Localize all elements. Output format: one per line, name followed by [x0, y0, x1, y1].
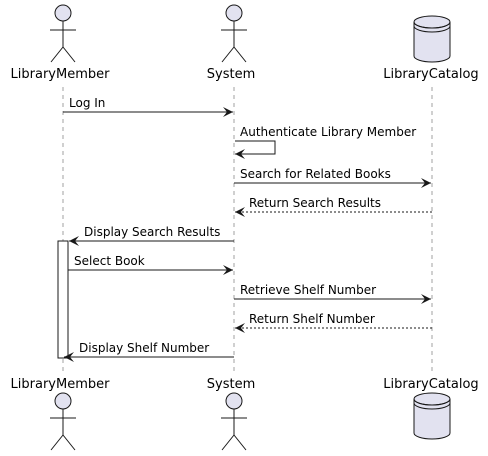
actor-system-top: System [207, 4, 255, 82]
message-label: Retrieve Shelf Number [240, 283, 376, 297]
actor-library-member-top: LibraryMember [11, 4, 111, 82]
message-display-search-results: Display Search Results [69, 225, 234, 246]
message-return-search-results: Return Search Results [235, 196, 432, 217]
stick-figure-icon [50, 392, 76, 451]
participant-label: LibraryMember [11, 67, 111, 82]
actor-library-member-bottom: LibraryMember [11, 377, 111, 451]
message-label: Display Shelf Number [79, 341, 209, 355]
database-library-catalog-top: LibraryCatalog [383, 15, 479, 82]
message-display-shelf-number: Display Shelf Number [64, 341, 234, 362]
stick-figure-icon [50, 4, 76, 63]
message-authenticate-library-member: Authenticate Library Member [235, 125, 416, 159]
message-select-book: Select Book [68, 254, 233, 275]
database-icon [413, 392, 451, 440]
database-library-catalog-bottom: LibraryCatalog [383, 377, 479, 440]
participant-label: System [207, 67, 255, 82]
participant-label: System [207, 377, 255, 392]
actor-system-bottom: System [207, 377, 255, 451]
message-return-shelf-number: Return Shelf Number [235, 312, 432, 333]
participant-label: LibraryCatalog [383, 67, 478, 82]
message-label: Display Search Results [84, 225, 220, 239]
participant-label: LibraryCatalog [383, 377, 478, 392]
message-label: Search for Related Books [240, 167, 391, 181]
stick-figure-icon [221, 392, 247, 451]
message-label: Return Shelf Number [249, 312, 375, 326]
message-log-in: Log In [63, 96, 233, 117]
message-arrow [235, 140, 276, 159]
stick-figure-icon [221, 4, 247, 63]
message-retrieve-shelf-number: Retrieve Shelf Number [234, 283, 431, 304]
activation-bar [57, 240, 69, 359]
message-search-for-related-books: Search for Related Books [234, 167, 431, 188]
message-label: Log In [69, 96, 105, 110]
message-label: Return Search Results [249, 196, 381, 210]
participant-label: LibraryMember [11, 377, 111, 392]
database-icon [413, 15, 451, 63]
message-label: Authenticate Library Member [240, 125, 416, 139]
message-label: Select Book [74, 254, 145, 268]
